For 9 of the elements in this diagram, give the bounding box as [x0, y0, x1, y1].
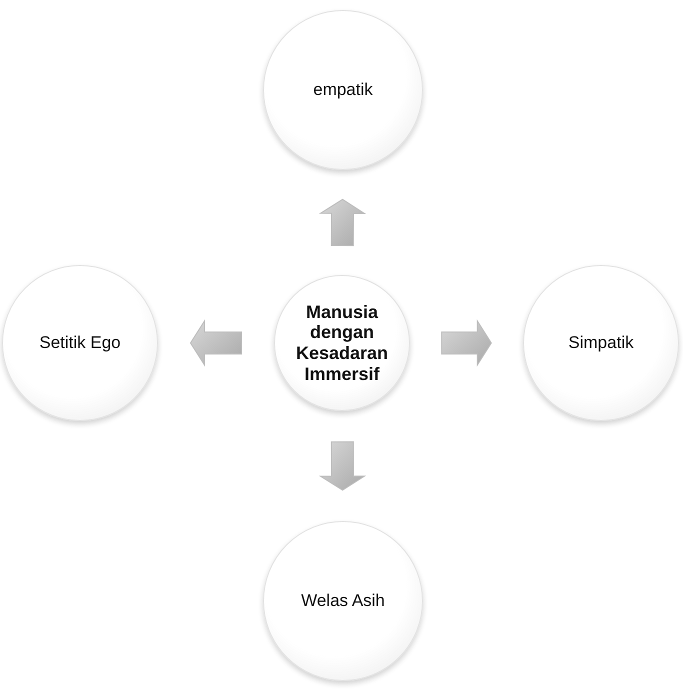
- block-arrow: [318, 198, 366, 246]
- node-label: Simpatik: [568, 333, 634, 353]
- block-arrow: [190, 319, 242, 367]
- block-arrow: [318, 441, 366, 491]
- node-label: Manusia dengan Kesadaran Immersif: [296, 302, 388, 384]
- node-label: Setitik Ego: [39, 333, 121, 353]
- block-arrow: [441, 319, 492, 367]
- node-label: empatik: [313, 80, 373, 100]
- node-label: Welas Asih: [301, 591, 385, 611]
